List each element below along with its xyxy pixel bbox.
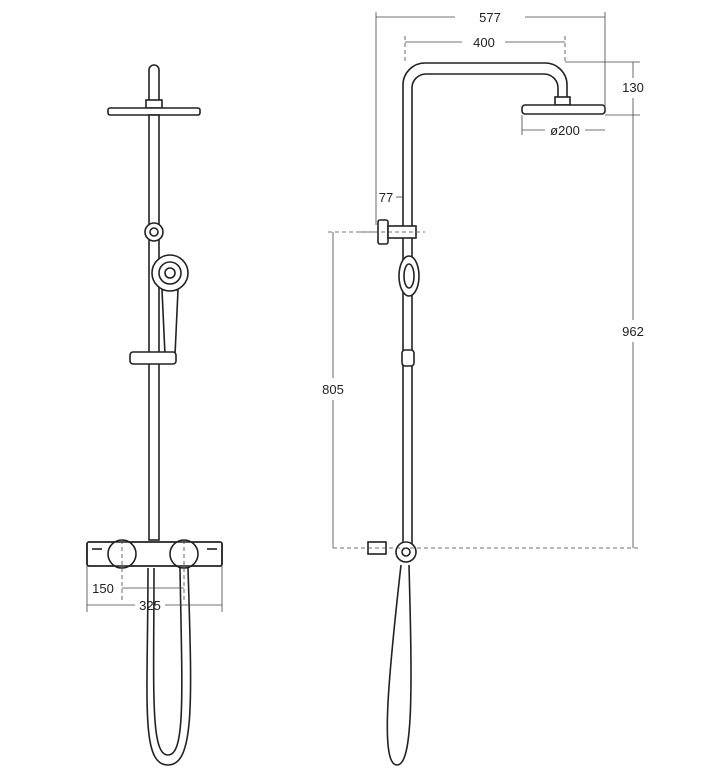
side-arm-outer [402,62,568,548]
dim-head-height: 130 [622,80,644,95]
front-view [86,64,223,766]
front-slider-knob-inner [149,227,159,237]
dim-total-height: 962 [622,324,644,339]
dim-arm-length: 400 [473,35,495,50]
dimension-lines [87,12,640,606]
front-hose [146,567,192,766]
front-shower-head [107,107,201,116]
front-riser-pipe [148,114,160,541]
dim-wall-offset: 77 [379,190,393,205]
side-hose [386,564,412,766]
side-shower-head [521,104,606,115]
side-mixer-body [395,541,417,563]
front-holder [129,351,177,365]
front-hand-shower-head [151,254,189,292]
dim-bracket-spacing: 805 [322,382,344,397]
front-head-connector [145,99,163,109]
dim-total-width: 577 [479,10,501,25]
side-hand-shower [398,255,420,297]
front-hand-shower-handle [161,289,179,356]
dim-mixer-width: 325 [139,598,161,613]
dim-inlet-spacing: 150 [92,581,114,596]
side-head-connector [554,96,571,106]
side-arm-inner [411,73,559,548]
side-holder [401,349,415,367]
side-view [360,62,606,766]
front-arm-top [148,64,160,100]
dim-head-diameter: ø200 [550,123,580,138]
